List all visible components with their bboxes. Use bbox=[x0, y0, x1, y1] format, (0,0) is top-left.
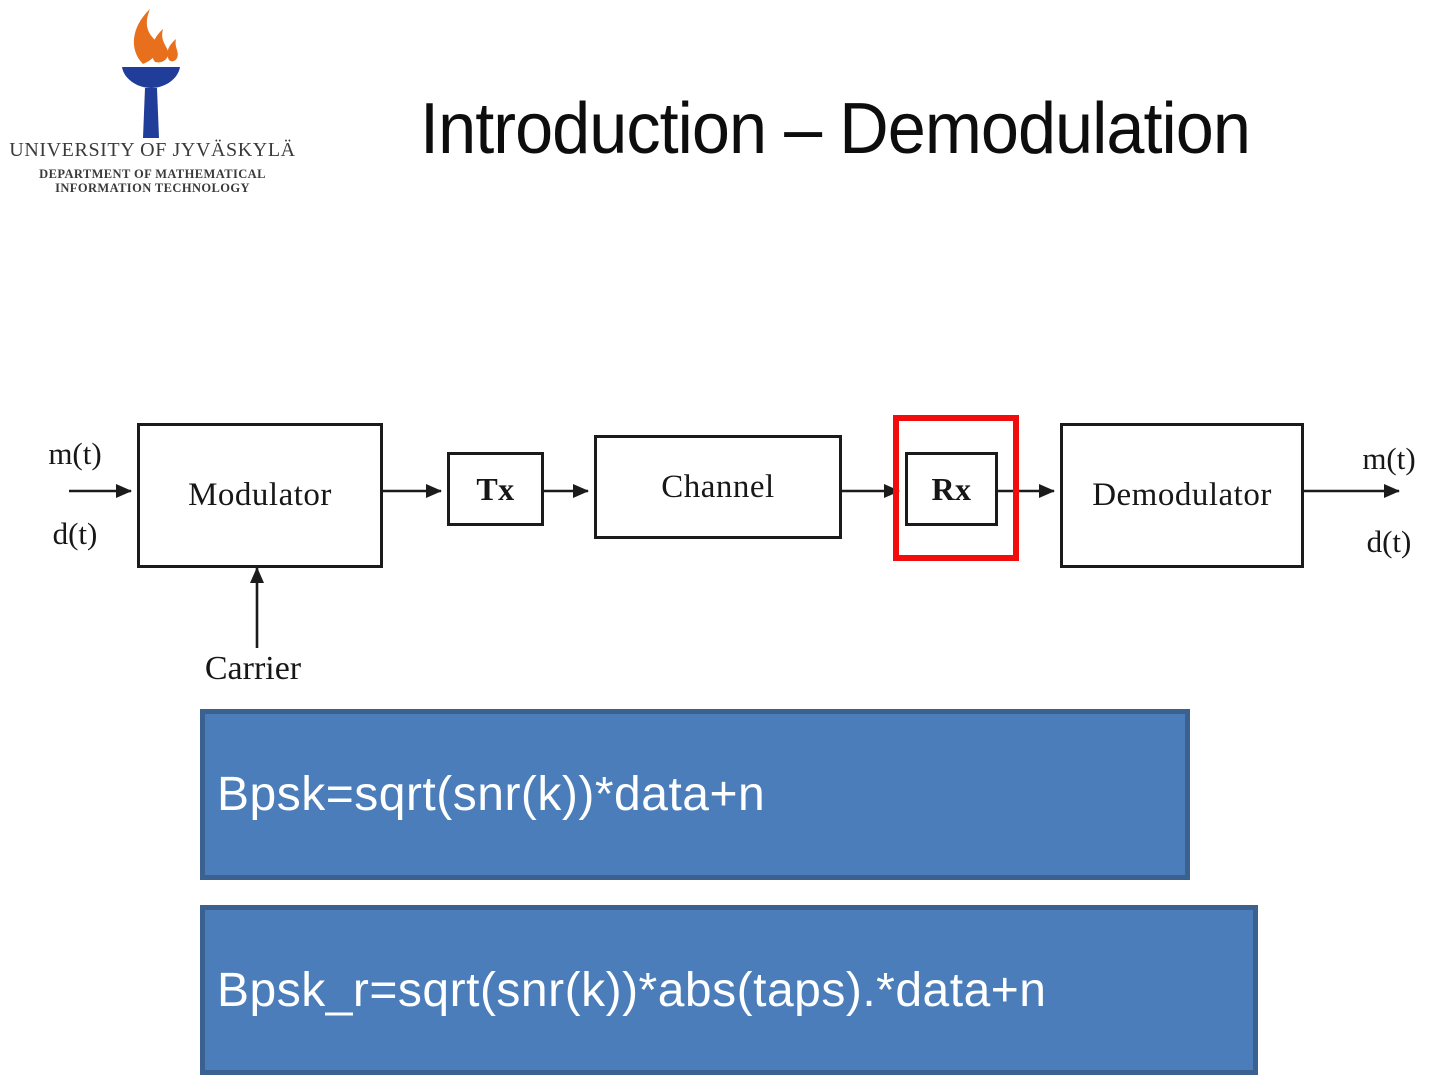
slide-title: Introduction – Demodulation bbox=[420, 89, 1251, 169]
modulator-block: Modulator bbox=[137, 423, 383, 568]
demodulator-label: Demodulator bbox=[1092, 477, 1272, 513]
carrier-label: Carrier bbox=[204, 650, 302, 687]
code-box-bpsk-r: Bpsk_r=sqrt(snr(k))*abs(taps).*data+n bbox=[200, 905, 1258, 1075]
input-label-dt: d(t) bbox=[52, 516, 98, 551]
code-box-bpsk: Bpsk=sqrt(snr(k))*data+n bbox=[200, 709, 1190, 880]
output-label-dt: d(t) bbox=[1366, 524, 1412, 559]
tx-label: Tx bbox=[476, 470, 515, 507]
logo-institution-name: UNIVERSITY OF JYVÄSKYLÄ bbox=[9, 139, 296, 161]
rx-highlight-rectangle bbox=[893, 415, 1019, 561]
tx-block: Tx bbox=[447, 452, 544, 526]
rx-block: Rx bbox=[905, 452, 998, 526]
logo-department-line1: DEPARTMENT OF MATHEMATICAL bbox=[39, 167, 266, 181]
flame-icon bbox=[133, 9, 178, 64]
code-text-bpsk: Bpsk=sqrt(snr(k))*data+n bbox=[217, 768, 766, 821]
university-logo: UNIVERSITY OF JYVÄSKYLÄ DEPARTMENT OF MA… bbox=[0, 0, 305, 210]
torch-icon bbox=[122, 9, 180, 138]
demodulator-block: Demodulator bbox=[1060, 423, 1304, 568]
logo-department-line2: INFORMATION TECHNOLOGY bbox=[55, 181, 250, 195]
torch-bowl bbox=[122, 67, 180, 138]
modulator-label: Modulator bbox=[188, 477, 332, 513]
code-text-bpsk-r: Bpsk_r=sqrt(snr(k))*abs(taps).*data+n bbox=[217, 963, 1047, 1017]
output-label-mt: m(t) bbox=[1362, 441, 1416, 476]
channel-label: Channel bbox=[661, 468, 775, 505]
input-label-mt: m(t) bbox=[48, 436, 102, 471]
rx-label: Rx bbox=[931, 470, 972, 507]
channel-block: Channel bbox=[594, 435, 842, 539]
